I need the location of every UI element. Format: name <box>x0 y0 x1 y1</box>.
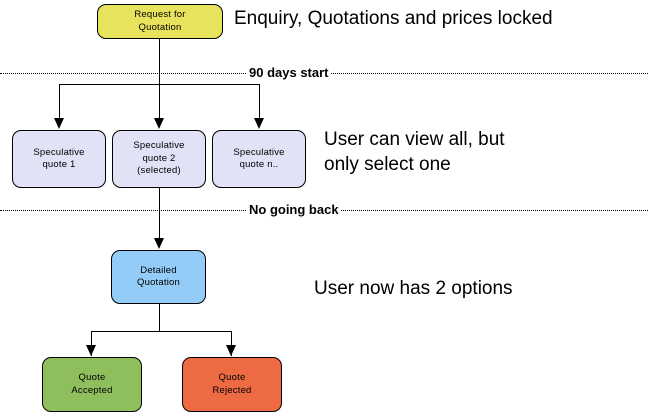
connector-detailed-stem <box>159 304 160 331</box>
connector-drop-spec1 <box>59 84 60 119</box>
divider-no-going-back-label: No going back <box>247 202 341 217</box>
annotation-user-now-has-2-options: User now has 2 options <box>314 278 513 299</box>
connector-drop-rejected <box>231 331 232 356</box>
arrow-head-accepted <box>86 345 96 356</box>
annotation-user-can-view-all: User can view all, but only select one <box>324 129 505 175</box>
node-speculative-quote-2-selected[interactable]: Speculative quote 2 (selected) <box>112 130 206 188</box>
connector-rfq-stem <box>159 39 160 84</box>
connector-drop-spec2 <box>159 84 160 119</box>
arrow-head-specn <box>254 118 264 129</box>
annotation-enquiry-prices-locked: Enquiry, Quotations and prices locked <box>234 8 553 29</box>
node-speculative-quote-n[interactable]: Speculative quote n.. <box>212 130 306 188</box>
divider-90-days-label: 90 days start <box>247 65 331 80</box>
node-quote-rejected[interactable]: Quote Rejected <box>182 357 282 412</box>
arrow-head-rejected <box>226 345 236 356</box>
arrow-head-spec2 <box>154 118 164 129</box>
connector-drop-specn <box>259 84 260 119</box>
node-speculative-quote-1[interactable]: Speculative quote 1 <box>12 130 106 188</box>
node-detailed-quotation[interactable]: Detailed Quotation <box>111 250 206 304</box>
node-request-for-quotation[interactable]: Request for Quotation <box>97 4 223 39</box>
connector-outcome-bus <box>91 331 232 332</box>
arrow-head-detailed <box>154 238 164 249</box>
connector-spec2-to-detailed <box>159 188 160 239</box>
node-quote-accepted[interactable]: Quote Accepted <box>42 357 142 412</box>
connector-drop-accepted <box>91 331 92 356</box>
arrow-head-spec1 <box>54 118 64 129</box>
